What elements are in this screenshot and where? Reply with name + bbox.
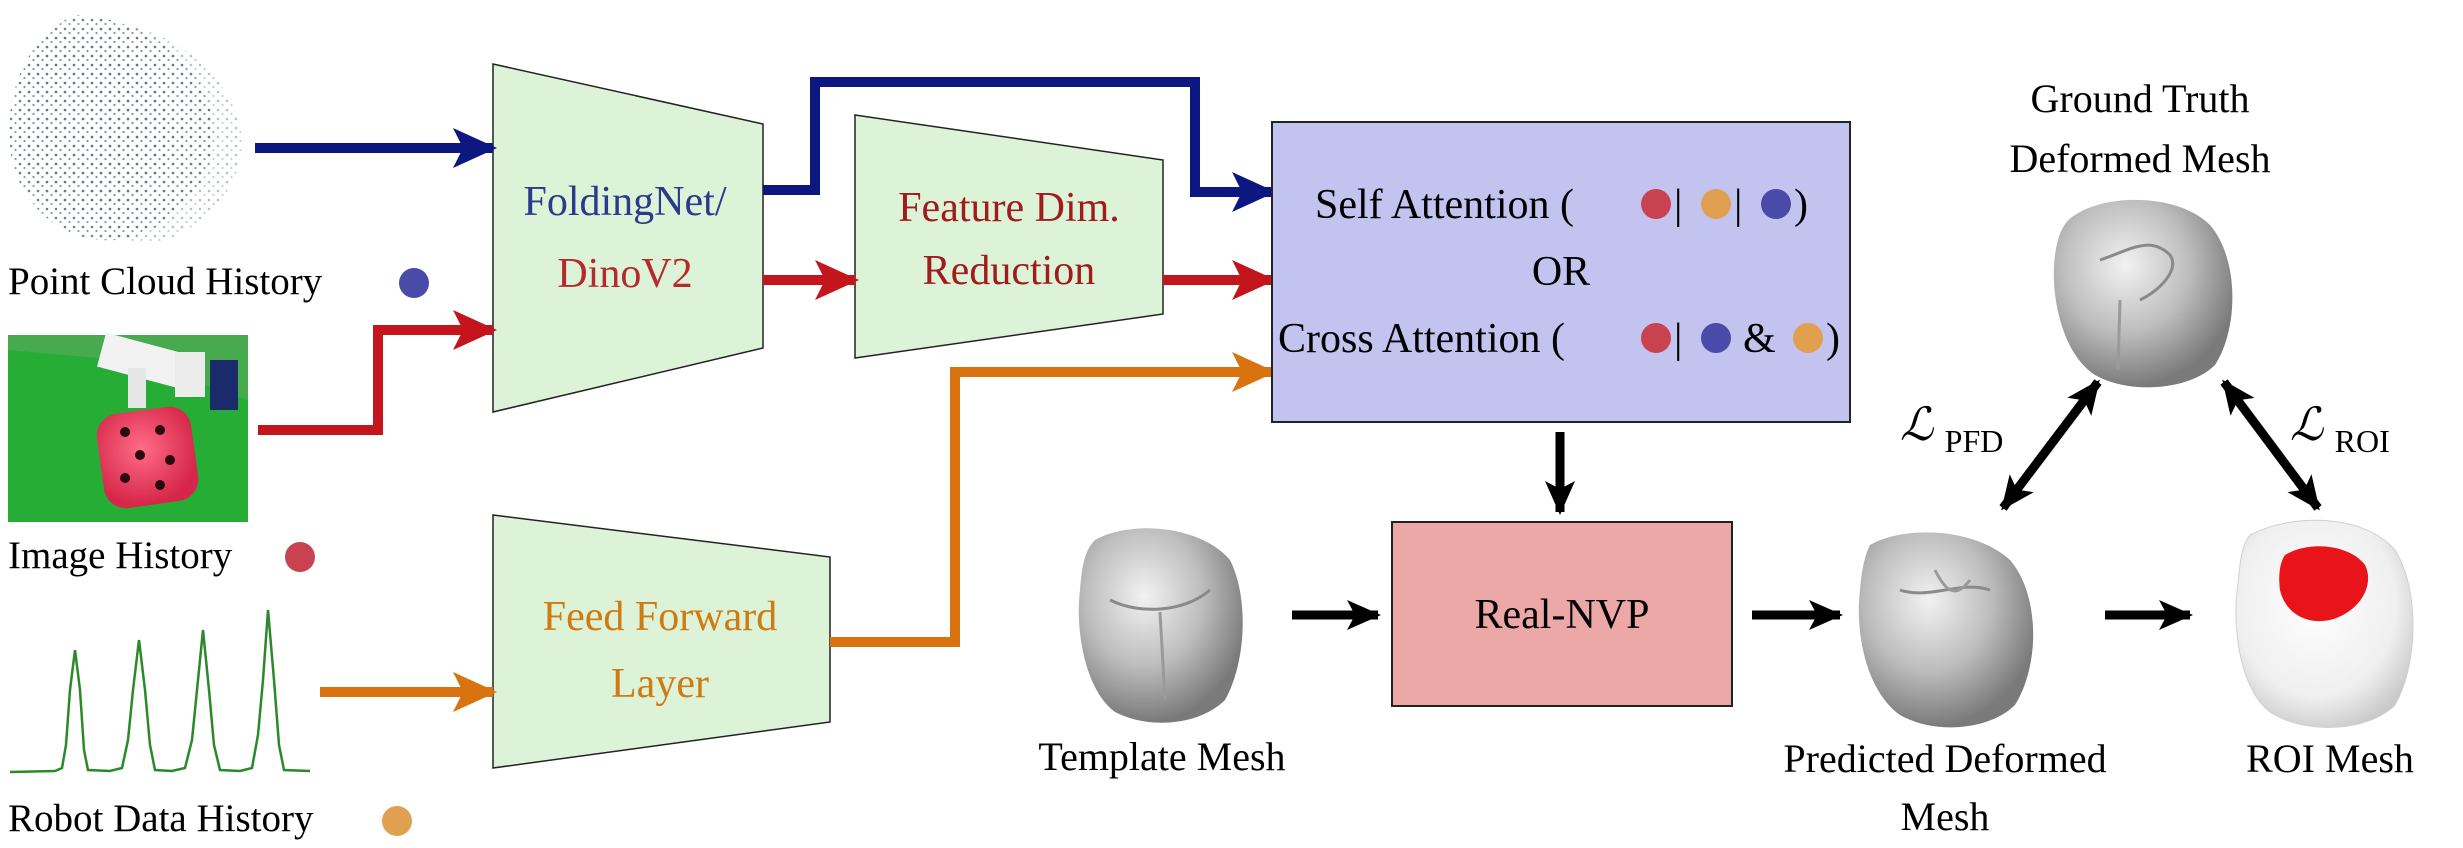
robot-signal-plot	[9, 609, 311, 774]
roi-loss-sub: ROI	[2335, 423, 2390, 459]
robot-dot	[382, 806, 412, 836]
feed-forward-block: Feed Forward Layer	[492, 514, 831, 769]
blue-arrows	[255, 77, 1276, 212]
roi-mesh-label: ROI Mesh	[2246, 736, 2414, 781]
cross-attention-label: Cross Attention (	[1278, 316, 1565, 362]
or-label: OR	[1532, 249, 1590, 295]
point-cloud-thumbnail	[9, 15, 242, 244]
cross-blue-dot	[1701, 323, 1731, 353]
orange-arrows	[320, 352, 1276, 712]
realnvp-block: Real-NVP	[1391, 521, 1733, 707]
self-sep-1: |	[1674, 182, 1682, 228]
roi-loss-arrow	[2220, 379, 2322, 511]
roi-loss-symbol: ℒ	[2290, 399, 2324, 450]
feature-reduction-block: Feature Dim. Reduction	[854, 114, 1164, 359]
robot-label: Robot Data History	[8, 797, 314, 840]
cross-amp: &	[1743, 316, 1776, 362]
foldingnet-label: FoldingNet/	[523, 179, 726, 225]
red-arrows	[258, 260, 1276, 435]
roi-loss-label: ℒ ROI	[2290, 399, 2390, 459]
self-close: )	[1794, 182, 1808, 228]
roi-region	[2279, 546, 2369, 622]
self-sep-2: |	[1734, 182, 1742, 228]
ground-truth-mesh-image	[2053, 199, 2233, 388]
blue-arrow-to-attention	[763, 77, 1276, 212]
cross-sep: |	[1674, 316, 1682, 362]
roi-mesh-image	[2235, 519, 2414, 728]
feature-reduction-line1: Feature Dim.	[898, 185, 1120, 231]
image-dot	[285, 542, 315, 572]
pfd-loss-sub: PFD	[1945, 423, 2004, 459]
cross-orange-dot	[1793, 323, 1823, 353]
point-cloud-label: Point Cloud History	[8, 260, 323, 303]
image-label: Image History	[8, 534, 233, 577]
predicted-mesh-line2: Mesh	[1901, 794, 1990, 839]
realnvp-label: Real-NVP	[1475, 592, 1650, 638]
self-orange-dot	[1701, 189, 1731, 219]
attention-block: Self Attention ( | | ) OR Cross Attentio…	[1271, 121, 1851, 423]
pfd-loss-arrow	[1999, 379, 2102, 511]
template-mesh-label: Template Mesh	[1038, 734, 1285, 779]
image-thumbnail	[8, 332, 248, 522]
feature-reduction-line2: Reduction	[923, 248, 1096, 294]
point-cloud-dot	[399, 268, 429, 298]
cross-red-dot	[1641, 323, 1671, 353]
feed-forward-line1: Feed Forward	[543, 594, 777, 640]
pfd-loss-symbol: ℒ	[1900, 399, 1934, 450]
cross-close: )	[1826, 316, 1840, 362]
template-mesh-image	[1078, 528, 1243, 723]
predicted-mesh-image	[1858, 532, 2034, 728]
dinov2-label: DinoV2	[557, 251, 692, 297]
self-blue-dot	[1761, 189, 1791, 219]
feed-forward-line2: Layer	[611, 661, 709, 707]
ground-truth-line2: Deformed Mesh	[2009, 136, 2270, 181]
self-red-dot	[1641, 189, 1671, 219]
orange-arrow-to-attention	[830, 352, 1276, 647]
red-arrow-image	[258, 310, 497, 435]
ground-truth-line1: Ground Truth	[2031, 76, 2250, 121]
foldingnet-dinov2-block: FoldingNet/ DinoV2	[492, 63, 764, 413]
pfd-loss-label: ℒ PFD	[1900, 399, 2003, 459]
self-attention-label: Self Attention (	[1315, 182, 1574, 228]
predicted-mesh-line1: Predicted Deformed	[1783, 736, 2106, 781]
